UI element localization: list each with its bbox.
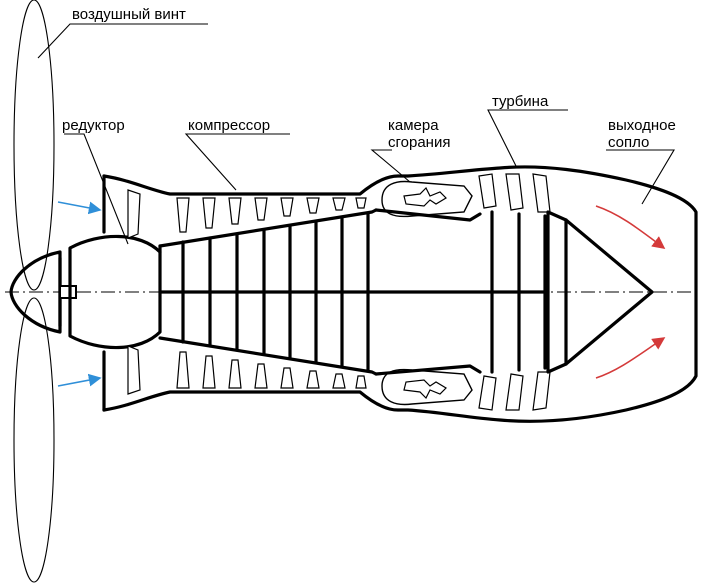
- label-combustor-2: сгорания: [388, 134, 450, 151]
- turbine-rotor: [490, 210, 547, 374]
- label-compressor: компрессор: [188, 117, 270, 134]
- label-nozzle-1: выходное: [608, 117, 676, 134]
- propeller-shaft: [59, 285, 77, 299]
- compressor-blades-bottom: [176, 351, 367, 389]
- label-propeller: воздушный винт: [72, 6, 186, 23]
- label-nozzle-2: сопло: [608, 134, 649, 151]
- exhaust-arrow-bottom: [595, 337, 666, 379]
- spinner: [9, 250, 62, 334]
- intake-arrow-top: [57, 201, 102, 215]
- leader-lines: [37, 23, 675, 245]
- label-combustor-1: камера: [388, 117, 439, 134]
- intake-arrow-bottom: [57, 373, 102, 387]
- combustion-flame-bottom: [403, 379, 447, 400]
- casing-top: [102, 165, 698, 423]
- inlet-vanes: [127, 189, 141, 395]
- turbine-blades-bottom: [478, 371, 551, 411]
- compressor-rotor: [181, 212, 370, 372]
- exhaust-arrow-top: [595, 205, 666, 249]
- gearbox-housing: [68, 234, 162, 350]
- turbine-blades-top: [478, 173, 551, 213]
- combustor-inner-bottom: [374, 364, 482, 376]
- label-turbine: турбина: [492, 93, 549, 110]
- propeller-blade-bottom: [13, 297, 55, 583]
- exhaust-cone: [546, 210, 654, 374]
- combustion-chamber-bottom: [381, 368, 473, 406]
- propeller-blade-top: [13, 0, 55, 291]
- combustion-flame-top: [403, 186, 447, 207]
- label-reducer: редуктор: [62, 117, 125, 134]
- combustor-inner-top: [374, 208, 482, 222]
- compressor-blades-top: [176, 197, 367, 233]
